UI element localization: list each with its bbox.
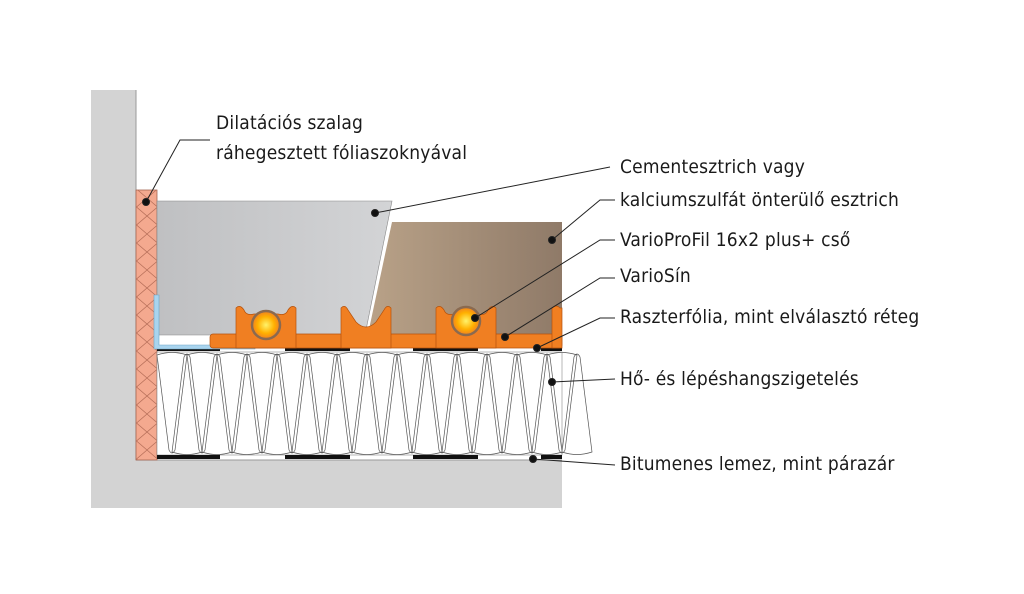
bitumen-dash — [285, 455, 350, 459]
leader-line — [474, 239, 615, 319]
insulation-loop — [396, 352, 428, 454]
insulation-loop — [546, 352, 578, 454]
bitumen-dash — [413, 455, 478, 459]
label-bitumen: Bitumenes lemez, mint párazár — [620, 453, 895, 475]
insulation-loop — [336, 352, 368, 454]
dilatation-strip — [135, 189, 158, 461]
label-insulation: Hő- és lépéshangszigetelés — [620, 368, 859, 390]
insulation-loop — [306, 352, 338, 454]
anhydrite-screed — [368, 222, 562, 334]
leader-line — [551, 378, 616, 383]
insulation-loop — [321, 353, 353, 455]
leader-dot — [471, 314, 479, 322]
leader-line — [532, 458, 616, 466]
insulation-loop — [216, 352, 248, 454]
insulation-loop — [231, 353, 263, 455]
insulation-loop — [366, 352, 398, 454]
heating-pipe — [250, 305, 482, 341]
label-foil: Raszterfólia, mint elválasztó réteg — [620, 306, 920, 328]
label-pipe: VarioProFil 16x2 plus+ cső — [620, 229, 851, 251]
insulation-loop — [501, 353, 533, 455]
insulation-loop — [201, 353, 233, 455]
insulation-border — [156, 351, 563, 456]
insulation-loop — [531, 353, 563, 455]
insulation-loop — [156, 352, 188, 454]
insulation-loop — [456, 352, 488, 454]
label-screed: Cementesztrich vagy — [620, 156, 806, 178]
leader-lines — [142, 139, 616, 466]
foil-dash — [541, 347, 562, 351]
leader-dot — [548, 236, 556, 244]
insulation-loop — [426, 352, 458, 454]
insulation-layer — [156, 351, 593, 456]
insulation-loop — [351, 353, 383, 455]
leader-line — [551, 199, 615, 241]
foil-dash — [285, 347, 350, 351]
leader-dot — [529, 455, 537, 463]
insulation-loop — [381, 353, 413, 455]
foil-dash — [413, 347, 478, 351]
leader-line — [374, 166, 611, 214]
leader-dot — [501, 333, 509, 341]
insulation-loop — [561, 353, 593, 455]
label-rail: VarioSín — [620, 265, 691, 287]
label-screed-2: kalciumszulfát önterülő esztrich — [620, 189, 900, 211]
insulation-loop — [486, 352, 518, 454]
label-dilatation-strip: Dilatációs szalag — [216, 112, 364, 134]
insulation-loop — [186, 352, 218, 454]
insulation-loop — [246, 352, 278, 454]
leader-line — [145, 139, 210, 203]
insulation-loop — [441, 353, 473, 455]
leader-dot — [548, 378, 556, 386]
insulation-loop — [471, 353, 503, 455]
leader-line — [504, 277, 615, 338]
leader-line — [536, 317, 615, 349]
insulation-loop — [291, 353, 323, 455]
label-dilatation-strip-2: ráhegesztett fóliaszoknyával — [216, 142, 468, 164]
vario-rail — [209, 305, 563, 349]
insulation-loop — [276, 352, 308, 454]
leader-dot — [142, 198, 150, 206]
leader-dot — [371, 209, 379, 217]
insulation-loop — [171, 353, 203, 455]
insulation-loop — [261, 353, 293, 455]
leader-dot — [533, 344, 541, 352]
wall — [91, 90, 562, 508]
insulation-loop — [411, 353, 443, 455]
bitumen-dash — [157, 455, 220, 459]
insulation-loop — [516, 352, 548, 454]
bitumen-dash — [541, 455, 562, 459]
